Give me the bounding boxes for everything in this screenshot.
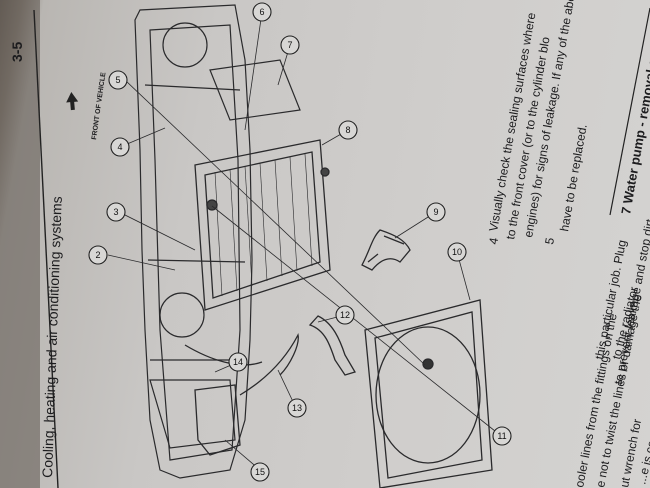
radiator — [194, 139, 331, 311]
callout-2-label: 2 — [95, 250, 100, 260]
fan-shroud — [364, 299, 493, 488]
callout-10-label: 10 — [452, 247, 462, 257]
radiator-support-assembly — [134, 4, 301, 479]
upper-hose — [361, 229, 411, 271]
section-heading: 7 Water pump - removal and in — [618, 27, 650, 216]
chapter-title: Cooling, heating and air conditioning sy… — [39, 196, 65, 478]
callout-12-label: 12 — [340, 310, 350, 320]
callout-13: 13 — [287, 398, 307, 418]
callout-6-label: 6 — [259, 7, 264, 17]
callout-7: 7 — [280, 35, 300, 55]
callout-2: 2 — [88, 245, 108, 265]
front-of-vehicle-label: FRONT OF VEHICLE — [91, 72, 107, 141]
callout-3: 3 — [106, 202, 126, 222]
exploded-diagram: FRONT OF VEHICLE — [66, 2, 512, 488]
callout-5-label: 5 — [115, 75, 120, 85]
callout-5: 5 — [108, 70, 128, 90]
callout-11: 11 — [492, 426, 512, 446]
callout-6: 6 — [252, 2, 272, 22]
callout-11-label: 11 — [497, 431, 506, 441]
coolant-reservoir — [184, 333, 299, 456]
callout-15: 15 — [250, 462, 270, 482]
callout-9-label: 9 — [433, 207, 438, 217]
step-4-number: 4 — [486, 236, 501, 245]
front-of-vehicle-indicator: FRONT OF VEHICLE — [66, 72, 107, 141]
callout-9: 9 — [426, 202, 446, 222]
callout-10: 10 — [447, 242, 467, 262]
lower-hose — [308, 315, 356, 376]
callout-8: 8 — [338, 120, 358, 140]
callout-15-label: 15 — [255, 467, 265, 477]
header-rule — [33, 9, 59, 488]
callout-14-label: 14 — [233, 357, 243, 367]
callout-4: 4 — [110, 137, 130, 157]
callout-7-label: 7 — [287, 40, 292, 50]
callout-12: 12 — [335, 305, 355, 325]
section-rule — [609, 7, 650, 216]
callout-8-label: 8 — [345, 125, 350, 135]
leader-lines — [107, 11, 501, 471]
page-number: 3-5 — [9, 42, 25, 62]
callout-14: 14 — [228, 352, 248, 372]
callout-4-label: 4 — [117, 142, 122, 152]
step-4-line-4: have to be replaced. — [557, 123, 590, 233]
callout-13-label: 13 — [292, 403, 302, 413]
callout-3-label: 3 — [113, 207, 118, 217]
step-5-number: 5 — [542, 236, 557, 245]
